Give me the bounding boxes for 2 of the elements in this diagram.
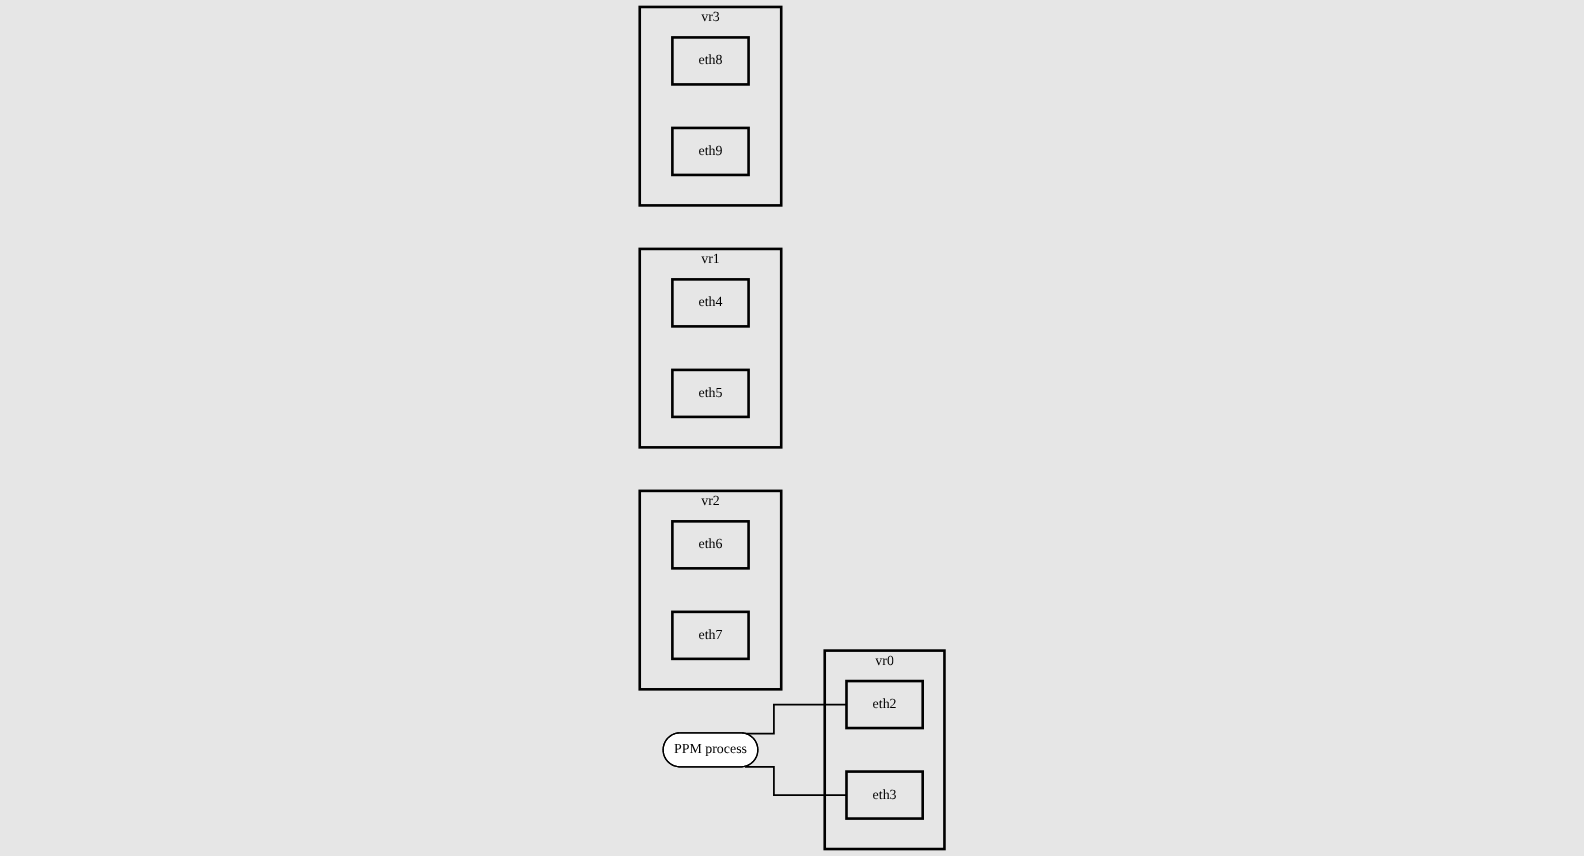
connector [743,765,848,796]
connector [743,703,848,735]
